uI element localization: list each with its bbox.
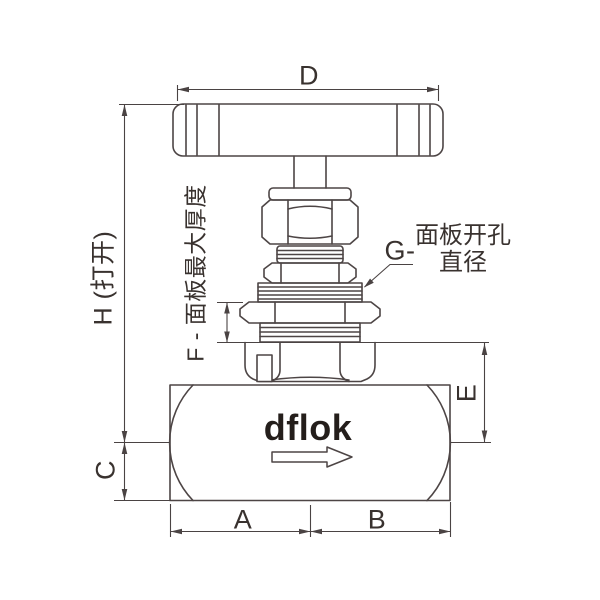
arrowhead: [224, 302, 230, 314]
dim-e-line: [450, 343, 491, 444]
flow-arrow: [271, 446, 353, 468]
leader-arrowhead: [364, 278, 374, 288]
arrowhead: [170, 528, 182, 535]
panel-locknut: [239, 301, 381, 324]
arrowhead: [177, 86, 189, 93]
packing-nut: [261, 199, 359, 245]
handle-stem: [293, 155, 327, 189]
panel-thread-lines: [257, 286, 363, 300]
arrowhead: [427, 86, 439, 93]
panel-hole-note-line2: 直径: [439, 249, 487, 276]
packing-nut-chamfers: [287, 205, 333, 240]
panel-hole-note-line1: 面板开孔: [415, 221, 511, 249]
bulkhead-hex-upper: [263, 262, 357, 284]
arrowhead: [439, 528, 451, 535]
valve-handle: [172, 103, 444, 157]
dim-b-label: B: [367, 504, 387, 535]
panel-locknut-facets: [274, 301, 346, 324]
dimension-lines: [114, 85, 491, 537]
bonnet-hex-facets: [270, 341, 350, 383]
arrowhead: [481, 343, 488, 355]
dim-d-line: [176, 85, 440, 101]
bulkhead-hex-upper-facets: [280, 262, 340, 284]
panel-hole-note: 面板开孔 直径: [415, 222, 511, 276]
bonnet-hex: [244, 341, 376, 383]
dim-c-label: C: [90, 460, 121, 480]
g-leader-line: [364, 263, 413, 288]
dim-a-label: A: [233, 504, 253, 535]
brand-text: dflok: [263, 407, 353, 448]
arrowhead: [224, 331, 230, 343]
arrowhead: [121, 431, 128, 443]
dim-g-label: G-: [384, 235, 416, 266]
body-barrel-arc-left: [168, 384, 194, 502]
dim-h-line: [114, 103, 184, 444]
bonnet-hex-chamfer: [270, 376, 350, 381]
dim-d-label: D: [299, 60, 319, 91]
arrowhead: [310, 528, 322, 535]
handle-grooves: [185, 103, 431, 157]
arrowhead: [121, 104, 128, 116]
dim-ab-line: [169, 502, 452, 537]
body-barrel-arc-right: [426, 384, 452, 502]
thread-ring-upper-lines: [276, 249, 344, 260]
dim-f-line: [217, 301, 243, 343]
dim-h-label: H (打开): [89, 230, 118, 326]
dimension-arrowheads: [121, 86, 488, 535]
arrowhead: [299, 528, 311, 535]
lock-tab: [256, 354, 273, 383]
dim-e-label: E: [451, 383, 482, 403]
stem-washer: [268, 187, 352, 201]
arrowhead: [121, 489, 128, 501]
arrowhead: [121, 442, 128, 454]
arrowhead: [481, 430, 488, 442]
dim-f-label: F - 面板最大厚度: [182, 184, 209, 362]
thread-ring-lower-lines: [259, 326, 361, 338]
